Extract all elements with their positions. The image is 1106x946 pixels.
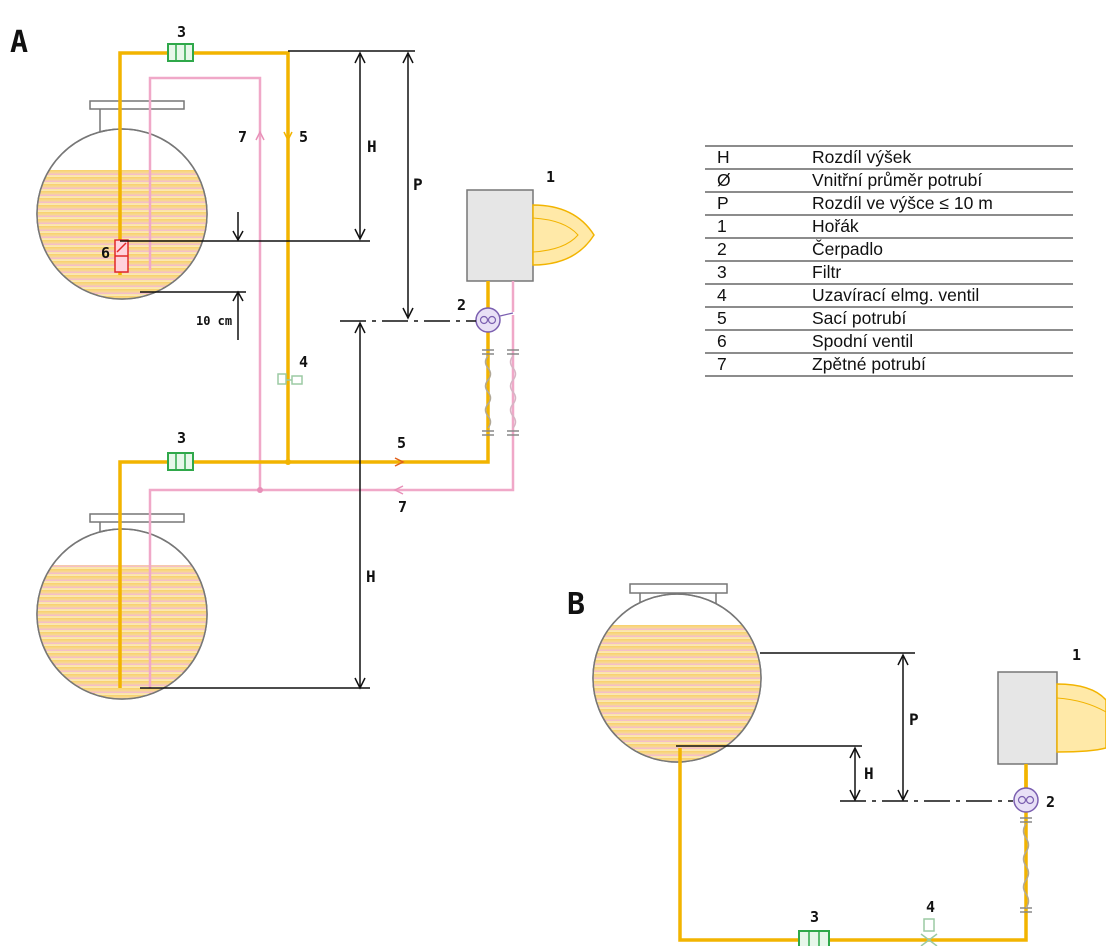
pump-a	[475, 307, 514, 333]
legend-key: 2	[705, 238, 812, 262]
foot-valve-number: 6	[101, 244, 110, 262]
legend-key: 6	[705, 330, 812, 354]
burner-number-a: 1	[546, 168, 555, 186]
suction-bottom-number: 5	[397, 434, 406, 452]
legend-key: P	[705, 192, 812, 216]
flex-hoses-a	[482, 349, 519, 436]
lower-tank	[36, 513, 208, 700]
dimension-lines-b	[676, 652, 1013, 802]
return-arrow-left-icon	[393, 485, 404, 495]
pump-number-b: 2	[1046, 793, 1055, 811]
legend-description: Rozdíl výšek	[812, 145, 1073, 170]
filter-bottom-number: 3	[177, 429, 186, 447]
pump-number-a: 2	[457, 296, 466, 314]
legend-key: 5	[705, 307, 812, 331]
filter-number-b: 3	[810, 908, 819, 926]
tank-b	[592, 583, 762, 763]
panel-a-letter: A	[10, 25, 28, 60]
legend-description: Filtr	[812, 261, 1073, 285]
legend-description: Vnitřní průměr potrubí	[812, 169, 1073, 193]
return-bottom-number: 7	[398, 498, 407, 516]
legend-description: Sací potrubí	[812, 307, 1073, 331]
legend-key: H	[705, 145, 812, 170]
suction-pipe-b	[678, 748, 1028, 942]
legend-description: Spodní ventil	[812, 330, 1073, 354]
valve-number-a: 4	[299, 353, 308, 371]
flex-hose-b	[1020, 817, 1032, 913]
p-label-a: P	[413, 175, 423, 194]
solenoid-valve-a	[277, 373, 303, 385]
dimension-lines-a	[120, 50, 476, 690]
suction-arrow-down-icon	[283, 131, 293, 142]
filter-top	[167, 43, 194, 62]
legend-description: Zpětné potrubí	[812, 353, 1073, 377]
legend-description: Uzavírací elmg. ventil	[812, 284, 1073, 308]
h-label-b: H	[864, 764, 874, 783]
solenoid-valve-b	[920, 918, 938, 946]
pump-b	[1013, 787, 1039, 813]
foot-valve	[114, 239, 129, 273]
legend-key: 3	[705, 261, 812, 285]
height-label-bottom: H	[366, 567, 376, 586]
suction-top-number: 5	[299, 128, 308, 146]
suction-pipes-a	[118, 51, 490, 688]
return-top-number: 7	[238, 128, 247, 146]
burner-number-b: 1	[1072, 646, 1081, 664]
legend-description: Čerpadlo	[812, 238, 1073, 262]
legend-key: 1	[705, 215, 812, 239]
pipe-junction-suction	[285, 459, 291, 465]
p-label-b: P	[909, 710, 919, 729]
burner-b	[997, 671, 1106, 765]
legend-key: 4	[705, 284, 812, 308]
panel-b-letter: B	[567, 587, 585, 622]
valve-number-b: 4	[926, 898, 935, 916]
legend-key: Ø	[705, 169, 812, 193]
filter-bottom	[167, 452, 194, 471]
return-arrow-up-icon	[255, 130, 265, 141]
filter-b	[798, 930, 830, 946]
legend-key: 7	[705, 353, 812, 377]
upper-tank	[36, 100, 208, 300]
suction-arrow-right-icon	[394, 457, 405, 467]
return-pipes-a	[148, 76, 515, 688]
burner-a	[466, 189, 595, 282]
ten-cm-label: 10 cm	[196, 314, 232, 328]
height-label-top: H	[367, 137, 377, 156]
filter-top-number: 3	[177, 23, 186, 41]
pipe-junction-return	[257, 487, 263, 493]
legend-description: Hořák	[812, 215, 1073, 239]
legend-description: Rozdíl ve výšce ≤ 10 m	[812, 192, 1073, 216]
